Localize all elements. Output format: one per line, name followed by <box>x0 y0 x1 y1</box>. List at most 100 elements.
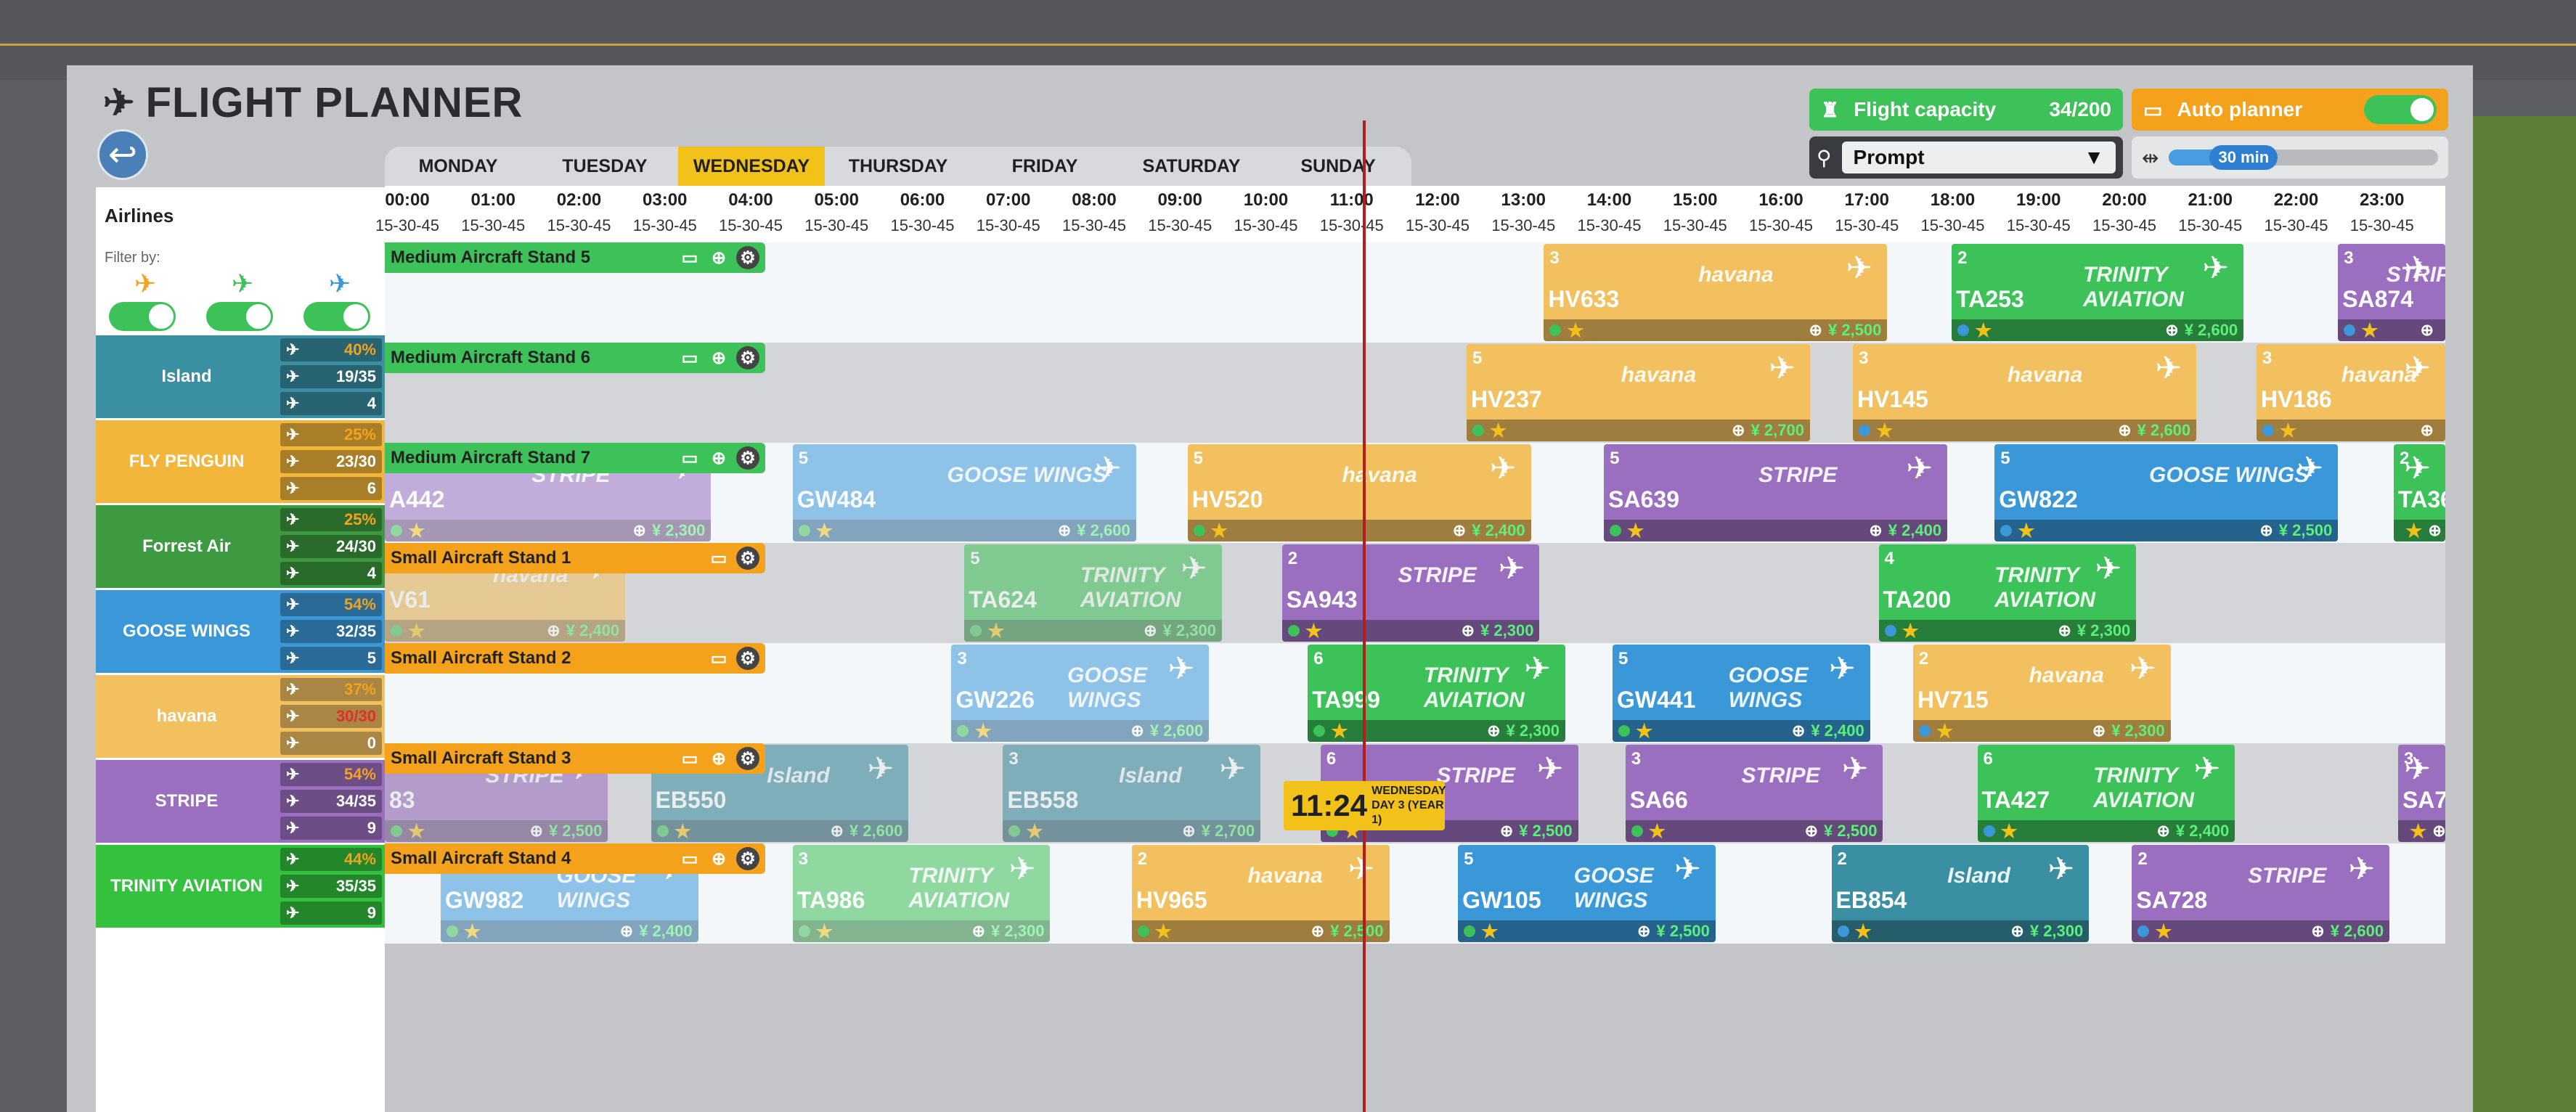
airline-row[interactable]: havana✈37%✈30/30✈0 <box>96 675 385 758</box>
stand-label[interactable]: Small Aircraft Stand 2▭⚙ <box>385 643 765 674</box>
laptop-icon[interactable]: ▭ <box>710 548 727 568</box>
laptop-icon[interactable]: ▭ <box>681 748 698 769</box>
flight-block[interactable]: 3SA874STRIPE✈★⊕ <box>2338 244 2445 341</box>
flight-footer: ★⊕ <box>2256 420 2445 441</box>
star-icon: ★ <box>1489 419 1507 441</box>
globe-icon[interactable]: ⊕ <box>711 849 727 869</box>
gear-icon[interactable]: ⚙ <box>736 647 759 670</box>
flight-code: HV145 <box>1857 386 1928 412</box>
gear-icon[interactable]: ⚙ <box>736 547 759 570</box>
flight-plane-icon: ✈ <box>2404 351 2431 386</box>
taxi-line <box>0 44 2576 46</box>
flight-plane-icon: ✈ <box>1769 351 1796 386</box>
laptop-icon[interactable]: ▭ <box>681 348 698 368</box>
airline-row[interactable]: STRIPE✈54%✈34/35✈9 <box>96 760 385 843</box>
stand-label[interactable]: Small Aircraft Stand 1▭⚙ <box>385 543 765 573</box>
flight-airline-logo: STRIPE <box>1758 463 1838 487</box>
stand-label[interactable]: Medium Aircraft Stand 5▭⊕⚙ <box>385 242 765 273</box>
tab-tuesday[interactable]: TUESDAY <box>562 155 648 176</box>
filter-medium-toggle[interactable] <box>206 302 273 331</box>
auto-planner-toggle[interactable] <box>2364 95 2437 124</box>
airline-row[interactable]: Island✈40%✈19/35✈4 <box>96 335 385 418</box>
tab-wednesday[interactable]: WEDNESDAY <box>678 147 825 186</box>
flight-price: ¥ 2,600 <box>1149 721 1204 740</box>
stand-label[interactable]: Small Aircraft Stand 3▭⊕⚙ <box>385 743 765 774</box>
flight-plane-icon: ✈ <box>1167 651 1195 687</box>
flight-seats: 5 <box>1610 449 1620 468</box>
gear-icon[interactable]: ⚙ <box>736 446 759 470</box>
stand-label[interactable]: Small Aircraft Stand 4▭⊕⚙ <box>385 843 765 874</box>
stand-label[interactable]: Medium Aircraft Stand 6▭⊕⚙ <box>385 343 765 373</box>
gear-icon[interactable]: ⚙ <box>736 747 759 770</box>
flight-price: ¥ 2,400 <box>566 621 620 639</box>
airline-row[interactable]: TRINITY AVIATION✈44%✈35/35✈9 <box>96 845 385 928</box>
globe-icon[interactable]: ⊕ <box>711 748 727 769</box>
tab-monday[interactable]: MONDAY <box>418 155 498 176</box>
prompt-select[interactable]: Prompt ▼ <box>1841 142 2116 173</box>
airline-row[interactable]: Forrest Air✈25%✈24/30✈4 <box>96 505 385 588</box>
tab-thursday[interactable]: THURSDAY <box>848 155 948 176</box>
status-dot <box>2000 525 2013 536</box>
globe-icon[interactable]: ⊕ <box>711 348 727 368</box>
globe-icon: ⊕ <box>2156 822 2170 840</box>
flight-code: HV237 <box>1470 386 1542 412</box>
flight-plane-icon: ✈ <box>1906 451 1933 486</box>
globe-icon[interactable]: ⊕ <box>711 448 727 468</box>
hour-label: 19:00 <box>2016 190 2061 210</box>
status-dot <box>656 825 669 837</box>
laptop-icon[interactable]: ▭ <box>681 248 698 268</box>
interval-slider[interactable]: 30 min <box>2169 145 2438 170</box>
gear-icon[interactable]: ⚙ <box>736 847 759 870</box>
tab-friday[interactable]: FRIDAY <box>1011 155 1078 176</box>
flight-footer: ★⊕¥ 2,300 <box>1831 920 2090 942</box>
filter-large-toggle[interactable] <box>303 302 370 331</box>
flight-seats: 6 <box>1983 749 1993 769</box>
status-dot <box>1983 825 1995 837</box>
tab-saturday[interactable]: SATURDAY <box>1142 155 1241 176</box>
gear-icon[interactable]: ⚙ <box>736 346 759 369</box>
flight-seats: 5 <box>970 549 980 568</box>
flight-code: V61 <box>389 586 431 613</box>
flight-block[interactable]: 2TA368✈★⊕ <box>2394 444 2445 541</box>
stat-value: 25% <box>343 510 376 528</box>
hour-label: 03:00 <box>643 190 688 210</box>
stand-label[interactable]: Medium Aircraft Stand 7▭⊕⚙ <box>385 443 765 473</box>
laptop-icon[interactable]: ▭ <box>681 849 698 869</box>
tab-sunday[interactable]: SUNDAY <box>1300 155 1376 176</box>
airline-row[interactable]: GOOSE WINGS✈54%✈32/35✈5 <box>96 590 385 673</box>
gear-icon[interactable]: ⚙ <box>736 246 759 269</box>
airline-stat: ✈54% <box>280 593 382 616</box>
globe-icon[interactable]: ⊕ <box>711 248 727 268</box>
back-button[interactable]: ↩ <box>97 129 148 180</box>
airline-row[interactable]: FLY PENGUIN✈25%✈23/30✈6 <box>96 420 385 503</box>
laptop-icon[interactable]: ▭ <box>681 448 698 468</box>
airline-stats: ✈25%✈24/30✈4 <box>277 505 385 588</box>
laptop-icon[interactable]: ▭ <box>710 648 727 669</box>
filter-small-toggle[interactable] <box>109 302 176 331</box>
